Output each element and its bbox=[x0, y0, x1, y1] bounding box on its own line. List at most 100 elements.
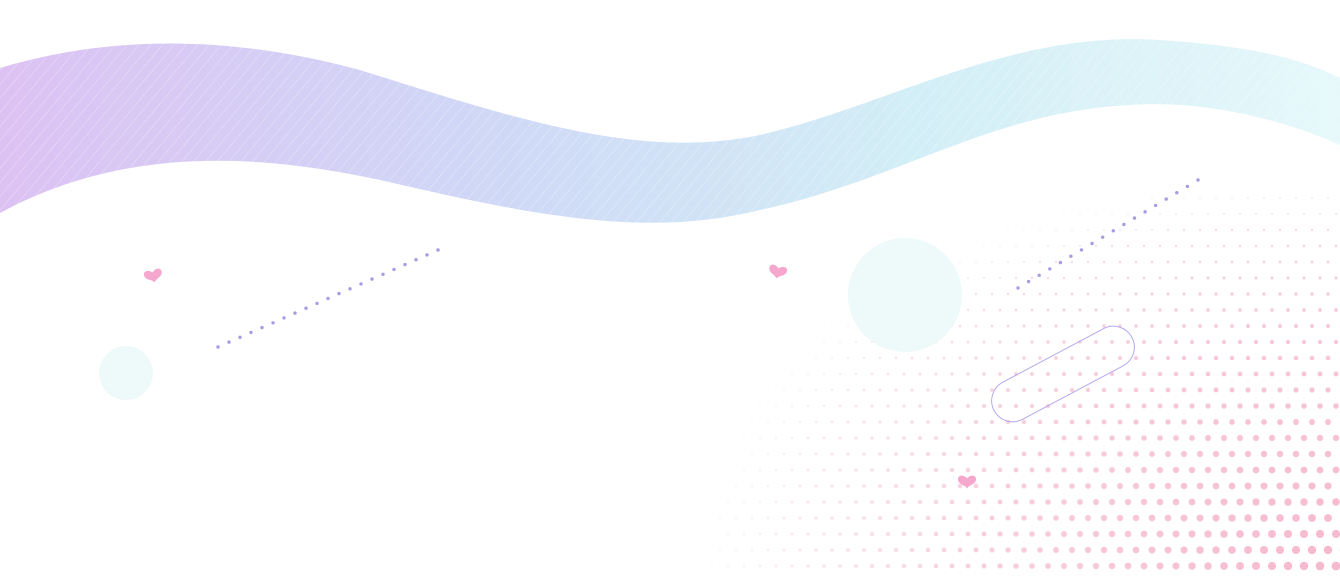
halftone-dot bbox=[1197, 419, 1203, 425]
halftone-dot bbox=[799, 357, 801, 359]
halftone-dot bbox=[1111, 181, 1113, 183]
halftone-dot bbox=[718, 484, 722, 488]
halftone-dot bbox=[1021, 451, 1027, 457]
halftone-dot bbox=[1302, 244, 1306, 248]
halftone-dot bbox=[1206, 244, 1210, 248]
halftone-dot bbox=[774, 532, 778, 536]
halftone-dot bbox=[1164, 514, 1172, 522]
halftone-dot bbox=[878, 420, 882, 424]
halftone-dot bbox=[814, 388, 818, 392]
halftone-dot bbox=[1013, 499, 1019, 505]
halftone-dot bbox=[1231, 229, 1233, 231]
halftone-dot bbox=[1078, 276, 1082, 280]
halftone-dot bbox=[1244, 546, 1252, 554]
halftone-dot bbox=[1125, 467, 1131, 473]
halftone-dot bbox=[639, 453, 641, 455]
halftone-dot bbox=[1086, 292, 1090, 296]
halftone-dot bbox=[1204, 530, 1212, 538]
halftone-dot bbox=[1166, 324, 1170, 328]
halftone-dots bbox=[607, 181, 1340, 571]
dot bbox=[1153, 203, 1158, 208]
halftone-dot bbox=[1300, 498, 1308, 506]
halftone-dot bbox=[1061, 467, 1067, 473]
halftone-dot bbox=[695, 437, 697, 439]
halftone-dot bbox=[878, 516, 882, 520]
halftone-dot bbox=[1261, 387, 1267, 393]
halftone-dot bbox=[790, 500, 794, 504]
halftone-dot bbox=[1037, 451, 1043, 457]
halftone-dot bbox=[631, 469, 633, 471]
halftone-dot bbox=[623, 549, 625, 551]
halftone-dot bbox=[965, 531, 971, 537]
halftone-dot bbox=[1180, 514, 1188, 522]
halftone-dot bbox=[742, 532, 746, 536]
halftone-dot bbox=[1140, 562, 1148, 570]
halftone-dot bbox=[989, 483, 995, 489]
dot bbox=[1048, 267, 1052, 271]
halftone-dot bbox=[1037, 419, 1043, 425]
halftone-dot bbox=[1236, 466, 1244, 474]
halftone-dot bbox=[901, 563, 907, 569]
halftone-dot bbox=[1318, 244, 1322, 248]
halftone-dot bbox=[959, 229, 961, 231]
halftone-dot bbox=[1228, 514, 1236, 522]
halftone-dot bbox=[1077, 403, 1083, 409]
halftone-dot bbox=[1030, 308, 1034, 312]
halftone-dot bbox=[909, 547, 915, 553]
halftone-dot bbox=[695, 341, 697, 343]
dot bbox=[282, 316, 286, 320]
halftone-dot bbox=[1070, 324, 1074, 328]
halftone-dot bbox=[894, 388, 898, 392]
halftone-dot bbox=[870, 564, 874, 568]
halftone-dot bbox=[1142, 308, 1146, 312]
halftone-dot bbox=[1166, 292, 1170, 296]
halftone-dot bbox=[854, 404, 858, 408]
halftone-dot bbox=[1172, 562, 1180, 570]
halftone-dot bbox=[982, 308, 986, 312]
halftone-dot bbox=[831, 261, 833, 263]
halftone-dot bbox=[1287, 213, 1289, 215]
halftone-dot bbox=[893, 515, 899, 521]
dot bbox=[1016, 286, 1020, 290]
dot bbox=[1069, 254, 1073, 258]
halftone-dot bbox=[1260, 450, 1268, 458]
halftone-dot bbox=[806, 436, 810, 440]
halftone-dot bbox=[1324, 482, 1332, 490]
halftone-dot bbox=[1315, 561, 1325, 571]
halftone-dot bbox=[1053, 483, 1059, 489]
halftone-dot bbox=[647, 469, 649, 471]
halftone-dot bbox=[663, 501, 665, 503]
halftone-dot bbox=[974, 324, 978, 328]
halftone-dot bbox=[1252, 466, 1260, 474]
halftone-dot bbox=[815, 325, 817, 327]
halftone-dot bbox=[1126, 340, 1130, 344]
halftone-dot bbox=[933, 467, 939, 473]
halftone-dot bbox=[655, 421, 657, 423]
halftone-dot bbox=[726, 532, 730, 536]
halftone-dot bbox=[1070, 356, 1074, 360]
halftone-dot bbox=[1022, 292, 1026, 296]
halftone-dot bbox=[1092, 562, 1100, 570]
halftone-dot bbox=[703, 485, 705, 487]
halftone-dot bbox=[854, 468, 858, 472]
halftone-dot bbox=[1085, 451, 1091, 457]
halftone-dot bbox=[1172, 498, 1180, 506]
halftone-dot bbox=[1309, 387, 1315, 393]
halftone-dot bbox=[671, 549, 673, 551]
halftone-dot bbox=[966, 372, 970, 376]
halftone-dot bbox=[854, 500, 858, 504]
halftone-dot bbox=[1214, 324, 1218, 328]
halftone-dot bbox=[1156, 530, 1164, 538]
halftone-dot bbox=[1006, 356, 1010, 360]
halftone-dot bbox=[1148, 546, 1156, 554]
halftone-dot bbox=[1077, 435, 1083, 441]
halftone-dot bbox=[782, 516, 786, 520]
halftone-dot bbox=[1143, 181, 1145, 183]
halftone-dot bbox=[1013, 531, 1019, 537]
halftone-dot bbox=[687, 453, 689, 455]
halftone-dot bbox=[1262, 228, 1266, 232]
halftone-dot bbox=[695, 405, 697, 407]
halftone-dot bbox=[1095, 245, 1097, 247]
halftone-dot bbox=[1133, 419, 1139, 425]
halftone-dot bbox=[798, 516, 802, 520]
